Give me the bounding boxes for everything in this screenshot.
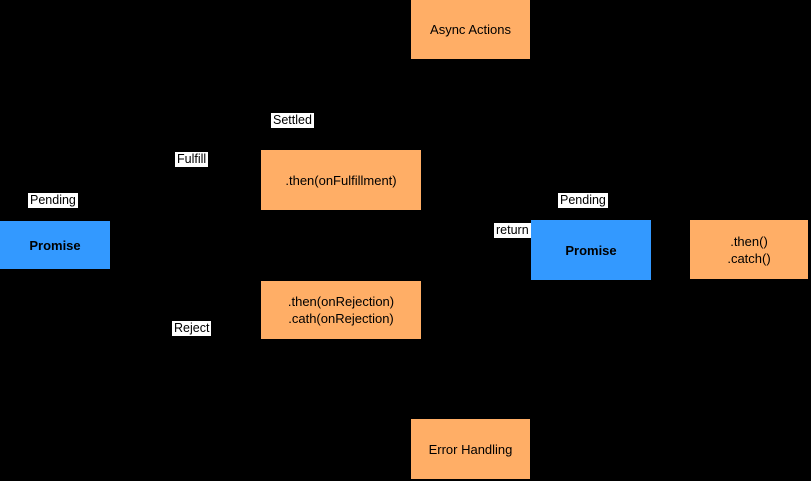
edge-label-settled[interactable]: Settled [271, 113, 314, 128]
node-promise-left[interactable]: Promise [0, 221, 110, 269]
node-promise-right[interactable]: Promise [531, 220, 651, 280]
node-label: Promise [565, 242, 617, 258]
node-error-handling[interactable]: Error Handling [411, 419, 530, 479]
node-label: Error Handling [428, 441, 513, 457]
node-label-line1: .then(onRejection) [287, 294, 395, 309]
node-label-line1: .then() [730, 233, 768, 249]
node-label-line2: .cath(onRejection) [288, 311, 394, 326]
node-then-onrejection[interactable]: .then(onRejection) .cath(onRejection) [261, 281, 421, 339]
node-label: Promise [29, 237, 81, 253]
edge-label-fulfill[interactable]: Fulfill [175, 152, 209, 167]
node-then-onfulfillment[interactable]: .then(onFulfillment) [261, 150, 421, 210]
node-then-catch[interactable]: .then() .catch() [690, 220, 808, 279]
edge-label-return[interactable]: return [494, 223, 531, 238]
edge-label-pending-right[interactable]: Pending [558, 193, 608, 208]
node-async-actions[interactable]: Async Actions [411, 0, 530, 59]
node-label: .then(onFulfillment) [285, 172, 397, 188]
edge-label-pending-left[interactable]: Pending [28, 193, 78, 208]
edge-label-reject[interactable]: Reject [172, 321, 212, 336]
node-label: Async Actions [430, 22, 511, 37]
node-label-line2: .catch() [727, 250, 771, 266]
